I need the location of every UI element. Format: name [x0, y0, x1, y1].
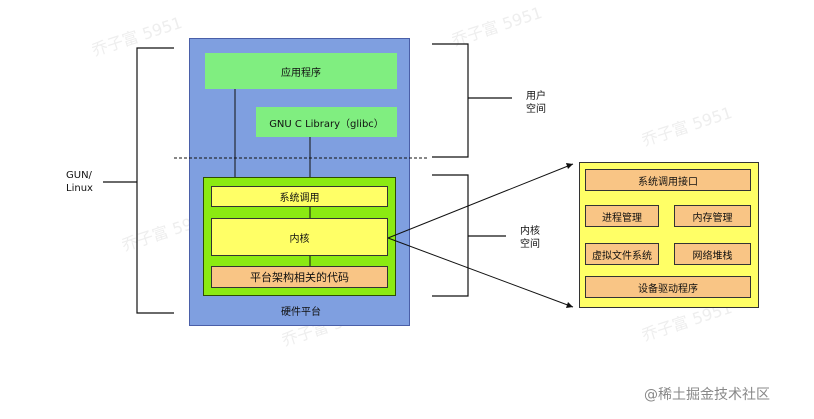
syscall-interface-box: 系统调用接口 — [585, 169, 751, 191]
kernel-space-label-line1: 内核 — [520, 226, 540, 237]
kernel-space-label-line2: 空间 — [520, 239, 540, 250]
hardware-platform-label: 硬件平台 — [281, 307, 321, 318]
memory-mgmt-box: 内存管理 — [674, 205, 751, 227]
device-drivers-box: 设备驱动程序 — [585, 276, 751, 298]
gnu-linux-label-line1: GUN/ — [66, 170, 92, 181]
kernel-box: 内核 — [211, 218, 388, 256]
syscall-box: 系统调用 — [211, 186, 388, 207]
gnu-linux-label-line2: Linux — [66, 183, 93, 194]
user-space-label-line2: 空间 — [526, 104, 546, 115]
user-space-label-line1: 用户 — [526, 91, 546, 102]
process-mgmt-box: 进程管理 — [585, 205, 659, 227]
network-stack-box: 网络堆栈 — [674, 243, 751, 265]
glibc-box: GNU C Library（glibc） — [256, 107, 397, 137]
brand-watermark: @稀土掘金技术社区 — [644, 387, 770, 403]
vfs-box: 虚拟文件系统 — [585, 243, 659, 265]
arch-code-box: 平台架构相关的代码 — [211, 266, 388, 288]
application-box: 应用程序 — [205, 53, 397, 89]
